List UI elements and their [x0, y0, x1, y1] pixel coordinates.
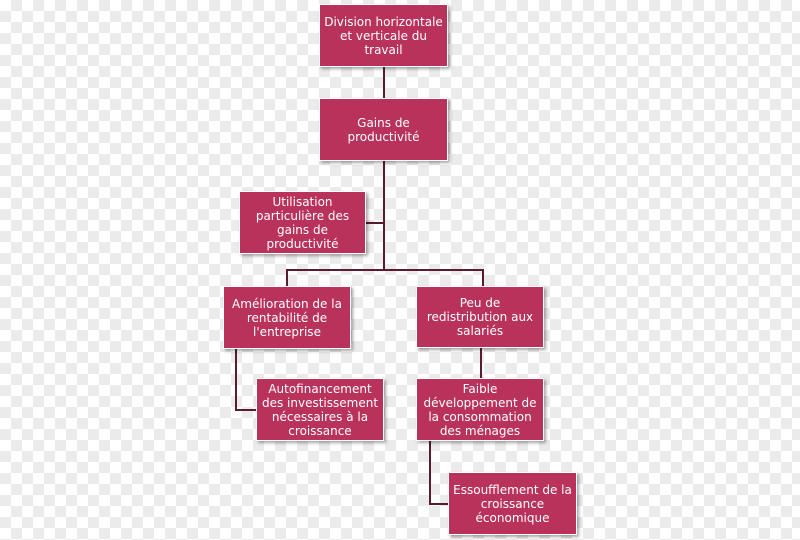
node-gains-productivite-label: Gains de productivité	[347, 115, 420, 144]
node-utilisation-gains-label: Utilisation particulière des gains de pr…	[255, 194, 350, 251]
node-redistribution-salaries: Peu de redistribution aux salariés	[416, 286, 544, 348]
connector-faible-essoufflement-h	[429, 503, 449, 505]
node-autofinancement: Autofinancement des investissement néces…	[256, 378, 384, 441]
connector-branch-right	[482, 269, 484, 286]
node-amelioration-rentabilite-label: Amélioration de la rentabilité de l'entr…	[232, 296, 342, 339]
node-division-travail-label: Division horizontale et verticale du tra…	[324, 14, 443, 57]
node-essoufflement-croissance: Essoufflement de la croissance économiqu…	[448, 472, 577, 535]
connector-amelioration-autofinancement-h	[235, 409, 257, 411]
node-redistribution-salaries-label: Peu de redistribution aux salariés	[426, 296, 534, 338]
connector-division-gains	[383, 66, 385, 98]
node-utilisation-gains: Utilisation particulière des gains de pr…	[239, 191, 366, 254]
connector-redistribution-faible	[480, 347, 482, 378]
connector-utilisation	[365, 222, 384, 224]
connector-faible-essoufflement-v	[429, 440, 431, 504]
node-amelioration-rentabilite: Amélioration de la rentabilité de l'entr…	[223, 286, 351, 349]
node-essoufflement-croissance-label: Essoufflement de la croissance économiqu…	[453, 482, 572, 525]
connector-amelioration-autofinancement-v	[235, 349, 237, 410]
node-division-travail: Division horizontale et verticale du tra…	[319, 4, 448, 67]
node-faible-consommation-label: Faible développement de la consommation …	[423, 381, 537, 438]
connector-branch-horizontal	[286, 269, 484, 271]
node-faible-consommation: Faible développement de la consommation …	[416, 378, 544, 441]
connector-branch-left	[286, 269, 288, 286]
connector-gains-trunk	[383, 160, 385, 270]
node-gains-productivite: Gains de productivité	[319, 98, 448, 161]
node-autofinancement-label: Autofinancement des investissement néces…	[261, 381, 379, 438]
